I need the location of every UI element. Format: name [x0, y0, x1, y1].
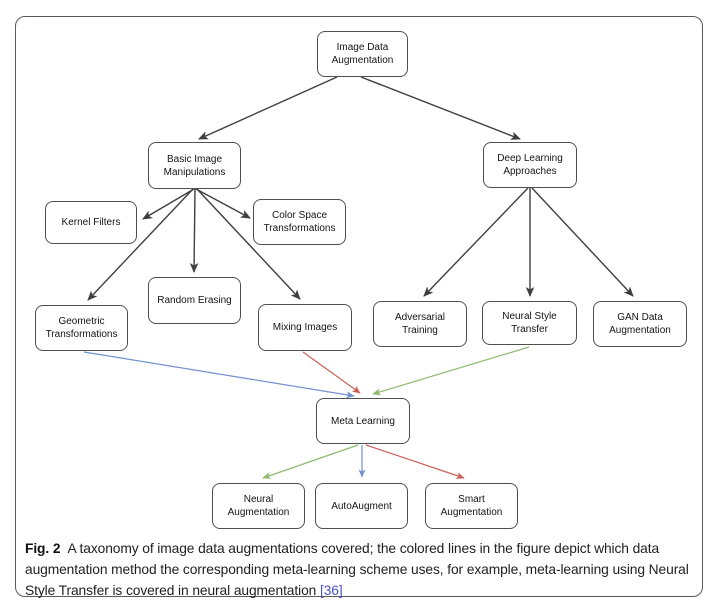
citation-link-36[interactable]: [36]: [319, 583, 343, 598]
node-geometric-transformations: Geometric Transformations: [35, 305, 128, 351]
edge-deep-adversarial: [423, 187, 529, 297]
edge-basic-mixing: [196, 188, 301, 300]
node-image-data-augmentation: Image Data Augmentation: [317, 31, 408, 77]
node-gan-data-augmentation: GAN Data Augmentation: [593, 301, 687, 347]
node-random-erasing: Random Erasing: [148, 277, 241, 324]
edge-root-deep: [360, 76, 521, 140]
edge-basic-kernel: [142, 188, 195, 220]
node-smart-augmentation: Smart Augmentation: [425, 483, 518, 529]
node-autoaugment: AutoAugment: [315, 483, 408, 529]
node-neural-augmentation: Neural Augmentation: [212, 483, 305, 529]
node-meta-learning: Meta Learning: [316, 398, 410, 444]
edge-deep-gan: [531, 187, 634, 297]
node-kernel-filters: Kernel Filters: [45, 201, 137, 244]
colored-edges: [83, 346, 530, 479]
node-adversarial-training: Adversarial Training: [373, 301, 467, 347]
node-basic-image-manipulations: Basic Image Manipulations: [148, 142, 241, 189]
edge-geometric-meta-blue: [83, 351, 355, 399]
edge-nst-meta-green: [372, 346, 530, 396]
node-mixing-images: Mixing Images: [258, 304, 352, 351]
edge-meta-smartaug-red: [365, 444, 465, 479]
node-color-space-transformations: Color Space Transformations: [253, 199, 346, 245]
figure-number-label: Fig. 2: [25, 541, 61, 556]
black-edges: [87, 76, 634, 301]
node-deep-learning-approaches: Deep Learning Approaches: [483, 142, 577, 188]
edge-meta-neuralaug-green: [262, 444, 359, 479]
node-neural-style-transfer: Neural Style Transfer: [482, 301, 577, 345]
edge-root-basic: [198, 76, 338, 140]
edge-basic-geometric: [87, 188, 194, 301]
edge-basic-colorspace: [195, 188, 251, 219]
figure-caption-text: A taxonomy of image data augmentations c…: [25, 541, 689, 598]
edge-basic-randomerasing: [189, 188, 199, 273]
edge-mixing-meta-red: [302, 351, 361, 394]
